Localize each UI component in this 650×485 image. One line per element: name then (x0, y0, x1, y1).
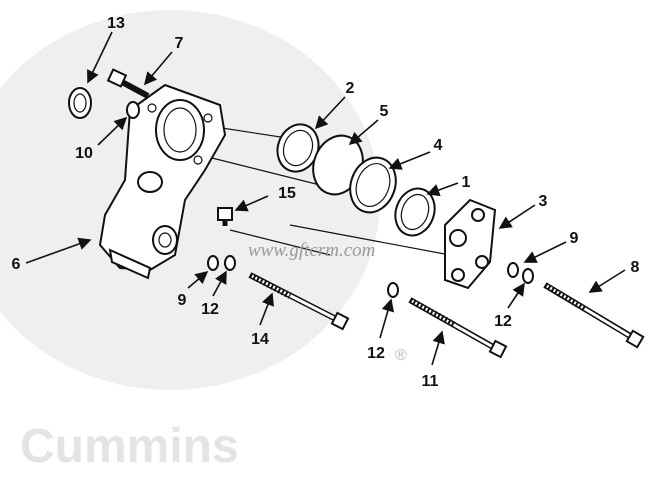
leader-lines (25, 31, 626, 366)
lockwasher-12-mid (387, 282, 399, 298)
capscrew-8 (543, 282, 645, 349)
washer-9-left (207, 255, 219, 271)
callout-14: 14 (251, 331, 269, 348)
callout-12-left: 12 (201, 301, 219, 318)
callout-8: 8 (631, 259, 640, 276)
callout-2: 2 (346, 80, 355, 97)
plug-15 (217, 207, 233, 226)
gasket-4 (349, 156, 397, 214)
callout-12-right: 12 (494, 313, 512, 330)
capscrew-14 (248, 272, 350, 331)
seal-ring-13 (68, 87, 92, 119)
washer-9-right (507, 262, 519, 278)
capscrew-11 (408, 297, 508, 359)
registered-mark: ® (395, 347, 407, 364)
callout-12-mid: 12 (367, 345, 385, 362)
callout-9-right: 9 (570, 230, 579, 247)
callout-3: 3 (539, 193, 548, 210)
callout-1: 1 (462, 174, 471, 191)
callout-9-left: 9 (178, 292, 187, 309)
callout-7: 7 (175, 35, 184, 52)
callout-11: 11 (422, 373, 439, 390)
callout-13: 13 (107, 15, 125, 32)
callout-4: 4 (434, 137, 443, 154)
callout-6: 6 (12, 256, 21, 273)
filter-head-housing (98, 83, 227, 280)
plug-bolt-7 (106, 68, 150, 99)
lockwasher-12-right (522, 268, 534, 284)
logo-text: Cummins (20, 420, 239, 473)
callout-5: 5 (380, 103, 389, 120)
callout-labels: 13 7 10 2 5 4 1 15 3 9 6 9 12 14 12 11 1… (12, 15, 640, 390)
site-watermark: www.gftcrm.com (248, 240, 375, 261)
washer-10 (126, 101, 140, 119)
o-ring-1 (394, 187, 436, 237)
cover-plate-3 (444, 198, 497, 290)
callout-15: 15 (278, 185, 296, 202)
lockwasher-12-left (224, 255, 236, 271)
callout-10: 10 (75, 145, 93, 162)
